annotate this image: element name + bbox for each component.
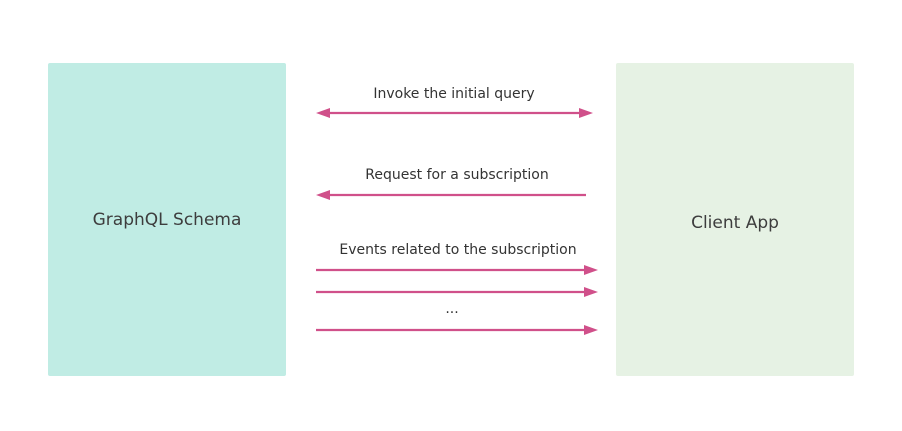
more-events-ellipsis: ... xyxy=(445,301,459,317)
subscription-request-label: Request for a subscription xyxy=(365,167,549,183)
subscription-events-label: Events related to the subscription xyxy=(339,242,577,258)
subscription-event-arrow-1 xyxy=(316,265,598,275)
subscription-event-arrow-3 xyxy=(316,325,598,335)
graphql-schema-node: GraphQL Schema xyxy=(48,63,286,376)
client-app-label: Client App xyxy=(691,212,779,233)
initial-query-arrow xyxy=(316,108,593,118)
subscription-event-arrow-2 xyxy=(316,287,598,297)
client-app-node: Client App xyxy=(616,63,854,376)
subscription-request-arrow xyxy=(316,190,586,200)
initial-query-label: Invoke the initial query xyxy=(373,86,535,102)
graphql-schema-label: GraphQL Schema xyxy=(92,209,242,230)
